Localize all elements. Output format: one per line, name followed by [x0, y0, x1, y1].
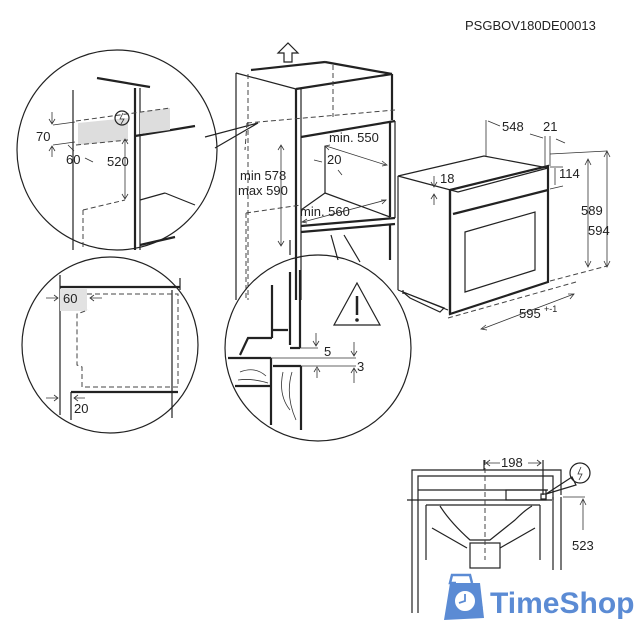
label-198: 198 — [501, 455, 523, 470]
watermark-text: TimeShop — [490, 587, 634, 620]
label-523: 523 — [572, 538, 594, 553]
label-max-590: max 590 — [238, 183, 288, 198]
label-20: 20 — [74, 401, 88, 416]
warning-triangle-icon — [332, 281, 382, 326]
oven-drawing: 548 21 114 18 589 594 595 +-1 — [397, 119, 611, 331]
label-5: 5 — [324, 344, 331, 359]
detail-bottom-left: 60 20 — [21, 256, 199, 434]
label-20: 20 — [327, 152, 341, 167]
detail-bottom-middle: 5 3 — [224, 254, 412, 442]
label-595: 595 — [519, 306, 541, 321]
label-60: 60 — [66, 152, 80, 167]
label-589: 589 — [581, 203, 603, 218]
watermark-logo: TimeShop — [444, 573, 634, 620]
arrow-up-ventilation-icon — [276, 42, 300, 63]
label-70: 70 — [36, 129, 50, 144]
label-594: 594 — [588, 223, 610, 238]
clock-bag-icon — [444, 573, 484, 620]
label-18: 18 — [440, 171, 454, 186]
label-min-578: min 578 — [240, 168, 286, 183]
label-60: 60 — [63, 291, 77, 306]
electric-connection-icon — [569, 462, 591, 484]
cabinet-drawing: min 578 max 590 min. 550 20 min. 560 — [235, 42, 396, 300]
electric-connection-icon — [114, 110, 130, 126]
label-114: 114 — [559, 166, 580, 181]
detail-bottom-right: 198 523 — [407, 455, 594, 613]
label-min-560: min. 560 — [300, 204, 350, 219]
document-code: PSGBOV180DE00013 — [465, 18, 596, 33]
label-min-550: min. 550 — [329, 130, 379, 145]
label-21: 21 — [543, 119, 557, 134]
label-520: 520 — [107, 154, 129, 169]
label-3: 3 — [357, 359, 364, 374]
detail-top-left: 70 60 520 — [16, 49, 259, 251]
label-548: 548 — [502, 119, 524, 134]
label-595-tolerance: +-1 — [544, 304, 557, 314]
